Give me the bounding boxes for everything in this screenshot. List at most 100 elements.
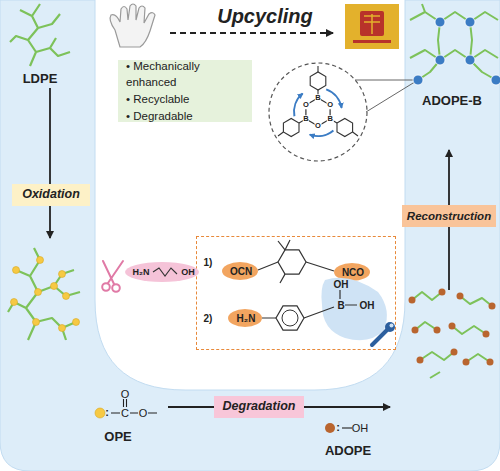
atom-label: C	[121, 408, 129, 419]
hydroxyl-dot	[463, 359, 470, 366]
polymer-name: ADOPE	[325, 444, 371, 457]
node-text: O	[327, 101, 334, 109]
leader-line	[355, 80, 418, 112]
ethanolamine-chain	[153, 268, 177, 276]
hydroxyl-dot	[449, 323, 456, 330]
node-text: H₂N	[237, 314, 256, 324]
ester-dot	[59, 325, 66, 332]
node-text: O	[302, 101, 309, 109]
dynamic-arrow	[310, 130, 334, 136]
oxidation-arrow	[49, 88, 51, 238]
crosslink-dot	[435, 55, 445, 65]
hydroxyl-bond	[342, 427, 352, 428]
hydroxyl-dots	[409, 289, 496, 366]
node-text: 1)	[204, 258, 213, 268]
scissors-handle	[112, 284, 120, 292]
ester-legend-dot	[95, 408, 105, 418]
hydroxyl-dot	[417, 357, 424, 364]
process-label: Degradation	[214, 396, 304, 418]
badge-text-bar	[353, 40, 391, 43]
polymer-name: ADOPE-B	[422, 94, 482, 107]
node-text: H₂N	[133, 268, 150, 277]
ester-dot	[13, 267, 20, 274]
ester-dot	[35, 289, 42, 296]
boroxine-callout: BOBOBO	[268, 62, 368, 162]
ester-dot	[37, 257, 44, 264]
node-text: B	[327, 115, 333, 123]
node-text: Oxidation	[22, 188, 80, 202]
dynamic-arrow	[326, 89, 341, 107]
legend-colon: :	[336, 422, 340, 433]
node-text: • Mechanically enhanced	[126, 58, 244, 91]
wrench-handle	[372, 329, 388, 345]
ellipse-shape	[125, 262, 199, 282]
reagent-ellipse: H₂NOH	[124, 261, 200, 283]
crosslink-dot	[465, 17, 475, 27]
node-text: B	[303, 115, 309, 123]
hydroxyl-legend-dot	[325, 423, 335, 433]
hydroxyl-dot	[457, 293, 464, 300]
crosslink-dot	[491, 75, 500, 85]
benzene-ring	[276, 306, 304, 330]
scissors-handle	[102, 283, 110, 291]
title-word: Upcycling	[217, 6, 313, 26]
atom-label: OH	[352, 423, 369, 434]
aromatic-circle	[282, 310, 298, 326]
adope-chain	[412, 292, 492, 378]
node-text: Degradation	[223, 400, 296, 414]
apba-bonds	[262, 290, 357, 318]
hydroxyl-dot	[409, 297, 416, 304]
node-text: B	[337, 301, 344, 311]
hydroxyl-dot	[451, 349, 458, 356]
badge-emblem	[360, 11, 384, 36]
node-text: OCN	[230, 267, 252, 277]
hydroxyl-dot	[434, 327, 441, 334]
network-chain	[410, 4, 498, 80]
legend-colon: :	[105, 407, 109, 418]
process-label: Reconstruction	[402, 205, 496, 227]
hydroxyl-dot	[487, 359, 494, 366]
node-text: OH	[360, 301, 375, 311]
reagent-box: 1) OCN NCO 2) H₂N OH B OH	[196, 236, 396, 350]
upcycling-arrow	[170, 32, 333, 34]
phenyl-ring	[337, 119, 353, 137]
circle-shape	[269, 63, 367, 161]
node-text: 2)	[204, 314, 213, 324]
ester-dots	[11, 257, 80, 332]
polymer-name: OPE	[104, 430, 131, 443]
phenyl-ring	[283, 119, 299, 137]
university-badge	[345, 4, 399, 49]
ester-dot	[33, 319, 40, 326]
hydroxyl-dot	[412, 327, 419, 334]
ester-dot	[73, 319, 80, 326]
feature-box: • Mechanically enhanced• Recyclable• Deg…	[118, 60, 252, 122]
ipdi-bonds	[258, 240, 334, 283]
wrench-head	[385, 322, 395, 332]
boronic-acid-highlight	[321, 278, 386, 341]
cyclohexane-ring	[278, 250, 306, 274]
crosslink-dots	[413, 17, 500, 85]
node-text: OH	[334, 280, 349, 290]
atom-label: O	[121, 389, 130, 400]
ring-bonds	[278, 66, 358, 136]
scissors-blades	[103, 261, 123, 284]
ldpe-chain	[10, 4, 70, 66]
ester-dot	[51, 283, 58, 290]
badge-emblem-detail	[364, 14, 380, 34]
hydroxyl-dot	[489, 303, 496, 310]
crosslink-dot	[465, 55, 475, 65]
node-text: Reconstruction	[407, 210, 491, 223]
process-label: Oxidation	[12, 184, 90, 206]
ester-dot	[59, 271, 66, 278]
wrench-jaw	[390, 324, 394, 328]
polymer-name: LDPE	[23, 72, 58, 85]
node-text: NCO	[342, 268, 364, 278]
hydroxyl-dot	[483, 331, 490, 338]
node-text: O	[315, 122, 322, 130]
